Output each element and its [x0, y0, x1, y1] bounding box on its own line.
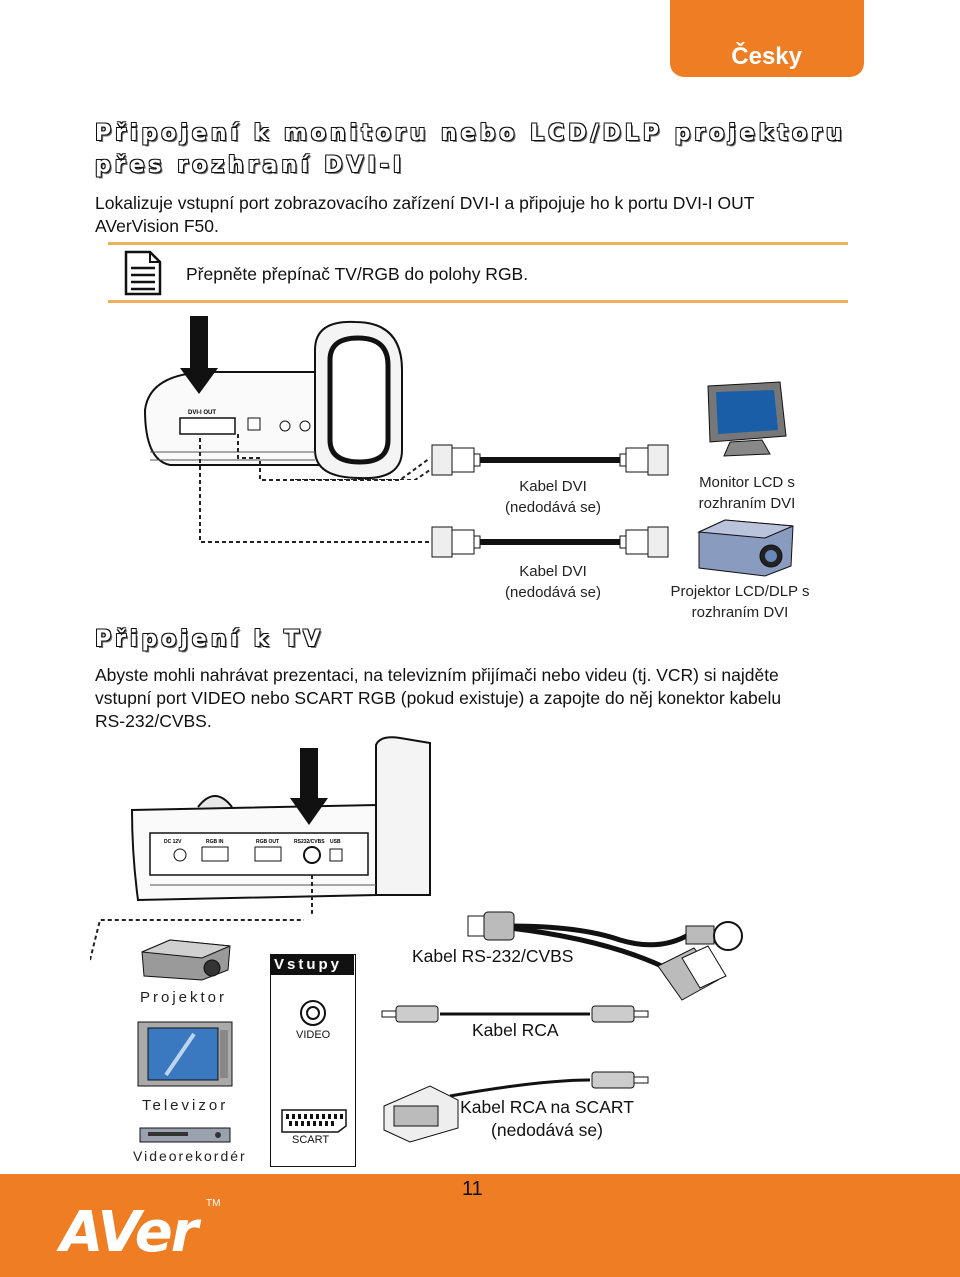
rca-scart-cable	[383, 1071, 649, 1143]
scart-input-label: SCART	[292, 1134, 330, 1146]
dvi-cable-2-caption-line1: Kabel DVI	[519, 563, 587, 580]
note-icon	[124, 250, 162, 296]
port-label-rgb-out: RGB OUT	[256, 839, 279, 845]
tv-device-icon	[137, 1021, 233, 1087]
section-title-line1: Připojení k monitoru nebo LCD/DLP projek…	[95, 121, 846, 146]
section2-body-line3: RS-232/CVBS.	[95, 711, 212, 731]
section-title-line2: přes rozhraní DVI-I	[95, 153, 406, 178]
aver-logo: AVer	[60, 1200, 198, 1265]
dvi-cable-1-caption-line1: Kabel DVI	[519, 478, 587, 495]
dlp-projector-caption-line2: rozhraním DVI	[691, 604, 789, 621]
trademark-mark: TM	[206, 1198, 221, 1209]
note-text: Přepněte přepínač TV/RGB do polohy RGB.	[186, 264, 529, 284]
port-label-rs232: RS232/CVBS	[294, 839, 325, 845]
section2-body-line2: vstupní port VIDEO nebo SCART RGB (pokud…	[95, 688, 782, 708]
camera-side-illustration: DC 12V RGB IN RGB OUT RS232/CVBS USB	[130, 736, 431, 915]
section2-body-line1: Abyste mohli nahrávat prezentaci, na tel…	[95, 665, 779, 685]
dlp-projector-caption-line1: Projektor LCD/DLP s	[670, 583, 810, 600]
connection-dashed-line	[90, 919, 304, 961]
language-label: Česky	[731, 43, 802, 70]
scart-socket-icon	[281, 1109, 347, 1133]
video-jack-icon	[300, 1000, 326, 1026]
vcr-device-label: Videorekordér	[133, 1148, 247, 1164]
rs232-cvbs-cable	[467, 911, 743, 1001]
projector-device-label: Projektor	[140, 989, 228, 1006]
section1-body-line1: Lokalizuje vstupní port zobrazovacího za…	[95, 193, 755, 213]
dlp-projector-icon	[697, 519, 794, 577]
port-label-rgb-in: RGB IN	[206, 839, 224, 845]
section2-body: Abyste mohli nahrávat prezentaci, na tel…	[95, 664, 781, 733]
port-label-usb: USB	[330, 839, 341, 845]
inputs-panel-header	[271, 955, 354, 975]
page-number: 11	[462, 1178, 483, 1200]
dvi-cable-1-caption-line2: (nedodává se)	[505, 499, 601, 516]
lcd-monitor-caption: Monitor LCD s rozhraním DVI	[672, 472, 822, 514]
dvi-cable-2-caption: Kabel DVI (nedodává se)	[478, 561, 628, 603]
rca-scart-cable-caption: Kabel RCA na SCART (nedodává se)	[452, 1096, 642, 1142]
dvi-cable-2	[431, 526, 669, 558]
camera-rear-illustration: DVI-I OUT	[143, 316, 430, 543]
dvi-cable-2-caption-line2: (nedodává se)	[505, 584, 601, 601]
lcd-monitor-caption-line1: Monitor LCD s	[699, 474, 795, 491]
projector-device-icon	[141, 939, 231, 981]
video-input-label: VIDEO	[296, 1029, 331, 1041]
section1-body-line2: AVerVision F50.	[95, 216, 219, 236]
section-title-dvi: Připojení k monitoru nebo LCD/DLP projek…	[95, 118, 846, 182]
vcr-device-icon	[139, 1127, 231, 1143]
rca-scart-cable-caption-line2: (nedodává se)	[491, 1120, 603, 1140]
inputs-panel	[270, 954, 356, 1167]
lcd-monitor-icon	[707, 381, 787, 457]
lcd-monitor-caption-line2: rozhraním DVI	[698, 495, 796, 512]
dlp-projector-caption: Projektor LCD/DLP s rozhraním DVI	[650, 581, 830, 623]
dvi-port-label: DVI-I OUT	[188, 410, 216, 416]
language-tab: Česky	[670, 0, 864, 77]
note-bottom-rule	[108, 300, 848, 303]
section-title-tv: Připojení k TV	[95, 627, 325, 652]
rca-cable	[381, 1005, 649, 1023]
tv-device-label: Televizor	[142, 1097, 229, 1114]
rca-cable-label: Kabel RCA	[472, 1020, 559, 1040]
section1-body: Lokalizuje vstupní port zobrazovacího za…	[95, 192, 754, 238]
note-top-rule	[108, 242, 848, 245]
port-label-dc: DC 12V	[164, 839, 182, 845]
rs232-cable-label: Kabel RS-232/CVBS	[412, 946, 574, 966]
rca-scart-cable-caption-line1: Kabel RCA na SCART	[460, 1097, 634, 1117]
footer-bar	[0, 1174, 960, 1277]
inputs-label: Vstupy	[274, 956, 343, 973]
dvi-cable-1-caption: Kabel DVI (nedodává se)	[478, 476, 628, 518]
dvi-cable-1	[431, 444, 669, 476]
